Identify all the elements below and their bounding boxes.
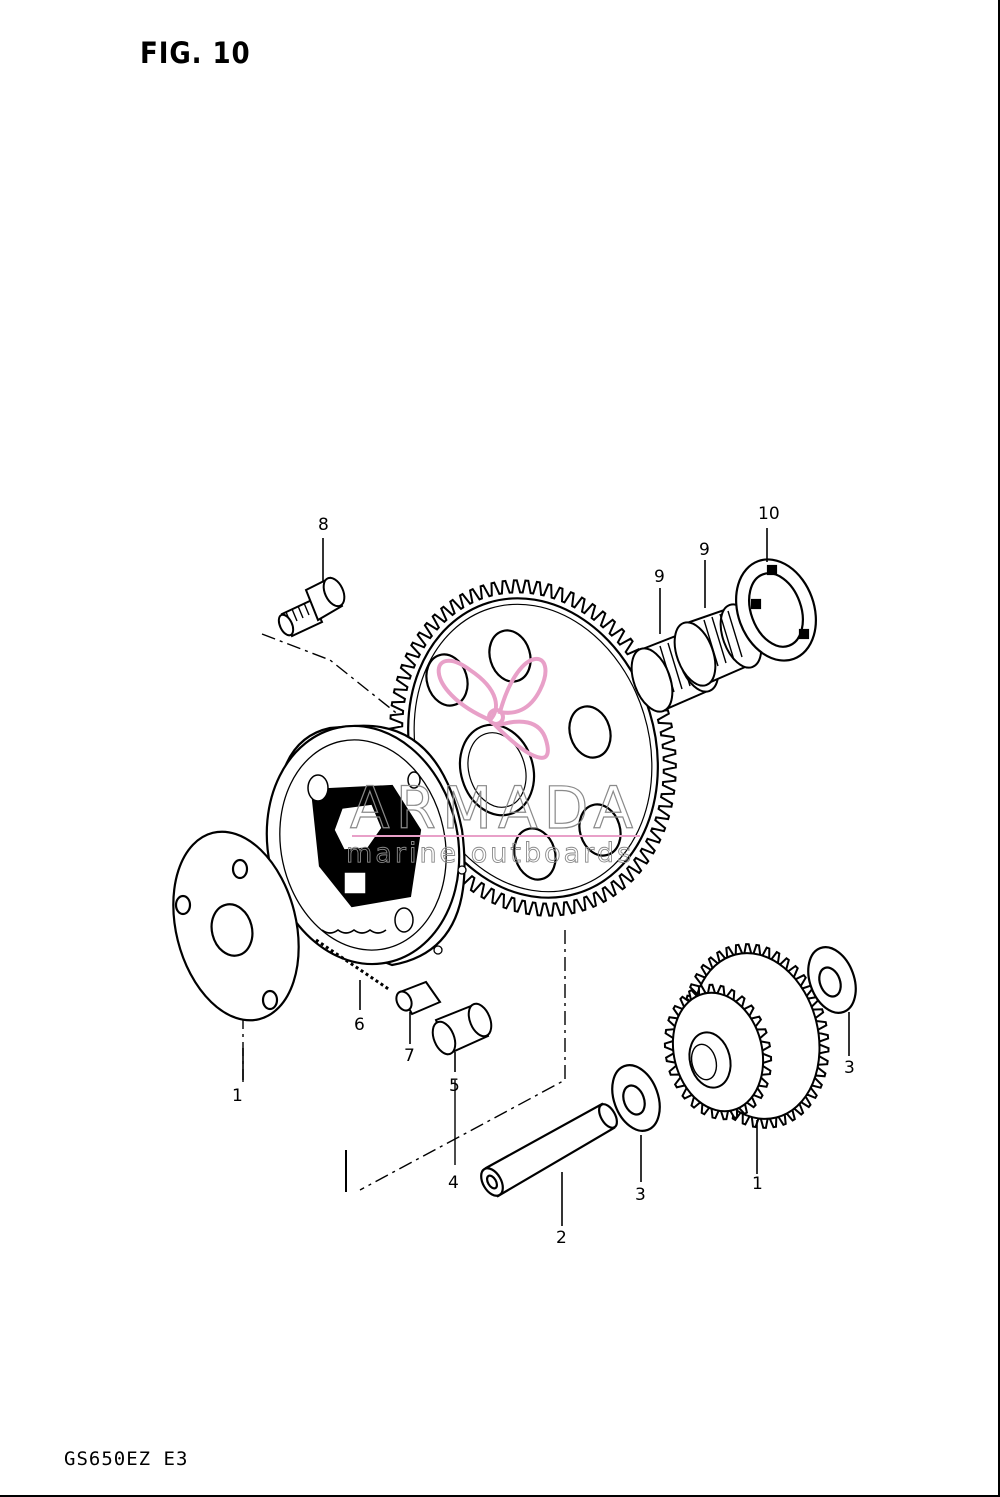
callout-label-3-center: 3 [635, 1185, 646, 1205]
callout-label-10: 10 [758, 504, 780, 524]
armada-watermark: ARMADA marine outboards [346, 656, 640, 869]
callout-label-9a: 9 [654, 567, 665, 587]
callout-label-2: 2 [556, 1228, 567, 1248]
propeller-icon [436, 656, 550, 760]
washer-part-3b [807, 946, 857, 1014]
bolt-part-8 [277, 576, 346, 638]
clutch-housing-part-6 [265, 724, 467, 967]
shaft-part-2 [480, 1102, 618, 1198]
ring-part-10 [735, 558, 817, 662]
callout-label-4: 4 [448, 1173, 459, 1193]
roller-part-7 [395, 980, 442, 1016]
roller-part-5 [431, 1002, 493, 1056]
figure-title: FIG. 10 [140, 36, 251, 70]
callout-label-8: 8 [318, 515, 329, 535]
callout-label-1-right: 1 [752, 1174, 763, 1194]
callout-leaders [242, 528, 850, 1226]
callout-label-9b: 9 [699, 540, 710, 560]
callout-label-1-left: 1 [232, 1086, 243, 1106]
washer-part-3a [611, 1064, 661, 1132]
watermark-tagline: marine outboards [346, 838, 634, 869]
side-plate-part-1 [172, 830, 300, 1022]
model-code: GS650EZ E3 [64, 1448, 189, 1470]
callout-labels: 8 10 9 9 6 7 5 1 4 2 3 1 3 [232, 504, 855, 1248]
needle-bearing-part-9b [673, 603, 763, 687]
spring-detail [315, 929, 391, 992]
callout-label-5: 5 [449, 1076, 460, 1096]
watermark-brand: ARMADA [350, 774, 639, 842]
double-gear-part-1 [663, 943, 830, 1129]
callout-label-3-right: 3 [844, 1058, 855, 1078]
callout-label-7: 7 [404, 1046, 415, 1066]
callout-label-6: 6 [354, 1015, 365, 1035]
